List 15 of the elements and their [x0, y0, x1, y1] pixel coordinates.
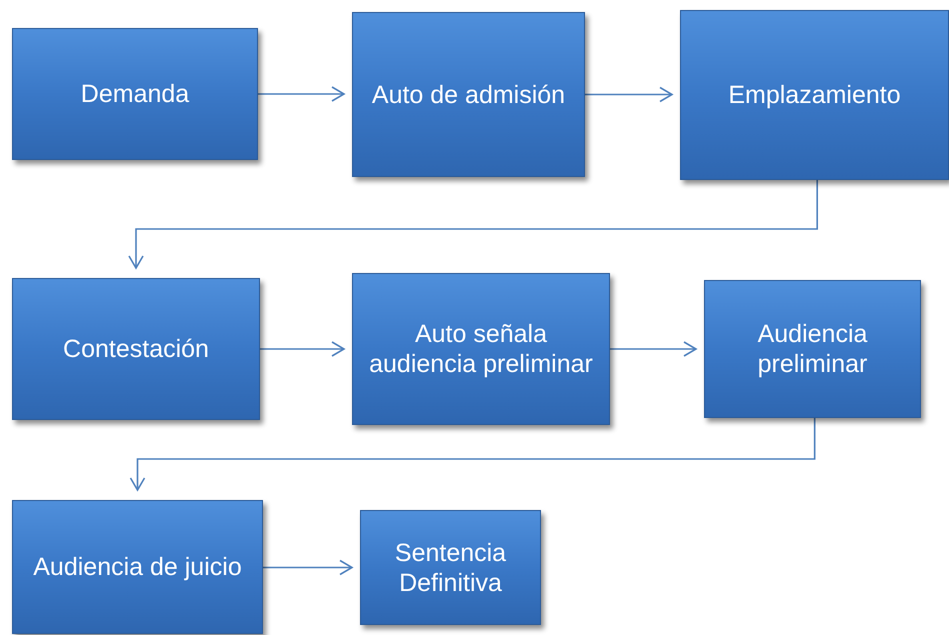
arrow [260, 341, 345, 357]
process-box: Sentencia Definitiva [360, 510, 541, 625]
process-box: Demanda [12, 28, 258, 160]
process-box: Emplazamiento [680, 10, 949, 180]
process-box: Auto de admisión [352, 12, 585, 177]
arrow [128, 180, 818, 269]
arrow [263, 560, 353, 576]
process-box: Auto señala audiencia preliminar [352, 273, 610, 425]
arrow [258, 86, 345, 102]
arrow [610, 341, 697, 357]
arrow [585, 86, 673, 102]
process-box: Audiencia preliminar [704, 280, 921, 418]
arrow [130, 418, 816, 491]
process-box: Audiencia de juicio [12, 500, 263, 634]
process-box: Contestación [12, 278, 260, 420]
